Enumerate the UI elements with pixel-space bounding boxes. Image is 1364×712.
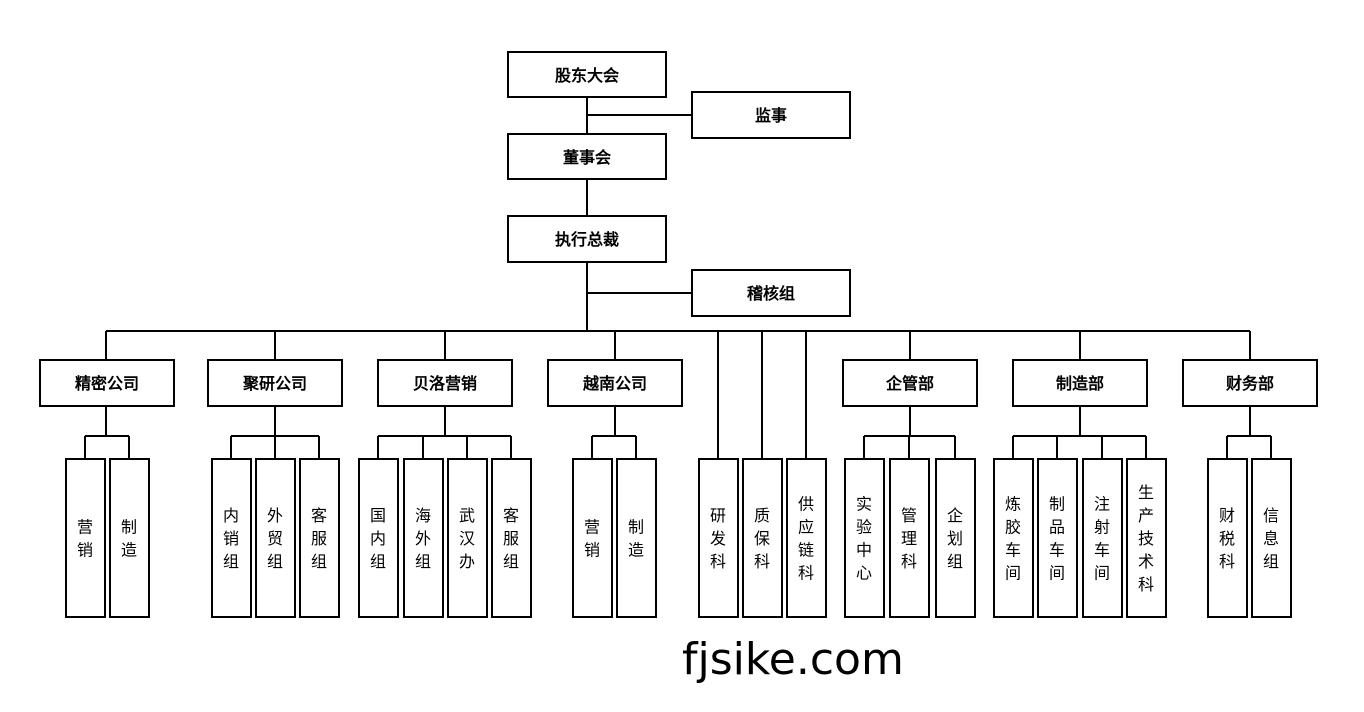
unit-info-label: 信息组 bbox=[1263, 506, 1279, 571]
unit-tax-label: 财税科 bbox=[1219, 506, 1235, 571]
unit-precision-sales-label: 营销 bbox=[77, 518, 93, 560]
unit-products: 制品车间 bbox=[1037, 458, 1078, 618]
unit-beiluo-overseas: 海外组 bbox=[403, 458, 444, 618]
watermark: fjsike.com bbox=[682, 634, 904, 685]
unit-beiluo-overseas-label: 海外组 bbox=[415, 506, 431, 571]
node-supervisor: 监事 bbox=[691, 91, 851, 139]
unit-vietnam-sales-label: 营销 bbox=[584, 518, 600, 560]
unit-juyan-service-label: 客服组 bbox=[311, 506, 327, 571]
unit-prodtech: 生产技术科 bbox=[1126, 458, 1167, 618]
unit-precision-sales: 营销 bbox=[65, 458, 106, 618]
node-finance: 财务部 bbox=[1182, 359, 1318, 407]
unit-tax: 财税科 bbox=[1207, 458, 1248, 618]
unit-beiluo-domestic: 国内组 bbox=[358, 458, 399, 618]
unit-rnd-label: 研发科 bbox=[710, 506, 726, 571]
unit-planning: 企划组 bbox=[935, 458, 976, 618]
node-precision: 精密公司 bbox=[39, 359, 175, 407]
unit-lab: 实验中心 bbox=[844, 458, 885, 618]
unit-boxes: 营销 制造 内销组 外贸组 客服组 国内组 海外组 武汉办 客服组 营销 制造 … bbox=[65, 458, 1292, 618]
unit-supply: 供应链科 bbox=[786, 458, 827, 618]
unit-precision-make: 制造 bbox=[109, 458, 150, 618]
node-beiluo-label: 贝洛营销 bbox=[413, 374, 477, 393]
unit-qa-label: 质保科 bbox=[754, 506, 770, 571]
unit-lab-label: 实验中心 bbox=[856, 495, 872, 583]
unit-qa: 质保科 bbox=[742, 458, 783, 618]
unit-juyan-domestic: 内销组 bbox=[211, 458, 252, 618]
unit-juyan-service: 客服组 bbox=[299, 458, 340, 618]
node-finance-label: 财务部 bbox=[1225, 374, 1274, 393]
unit-vietnam-make: 制造 bbox=[616, 458, 657, 618]
node-board: 董事会 bbox=[507, 133, 667, 180]
node-audit: 稽核组 bbox=[691, 269, 851, 317]
node-juyan: 聚研公司 bbox=[207, 359, 343, 407]
unit-mixing-label: 炼胶车间 bbox=[1005, 495, 1021, 583]
unit-injection-label: 注射车间 bbox=[1094, 495, 1110, 583]
node-admin-label: 企管部 bbox=[885, 374, 934, 393]
unit-injection: 注射车间 bbox=[1082, 458, 1123, 618]
unit-supply-label: 供应链科 bbox=[798, 495, 814, 583]
unit-prodtech-label: 生产技术科 bbox=[1138, 483, 1154, 594]
unit-rnd: 研发科 bbox=[698, 458, 739, 618]
node-ceo: 执行总裁 bbox=[507, 215, 667, 263]
unit-beiluo-service-label: 客服组 bbox=[503, 506, 519, 571]
unit-beiluo-wuhan: 武汉办 bbox=[447, 458, 488, 618]
node-beiluo: 贝洛营销 bbox=[377, 359, 513, 407]
unit-info: 信息组 bbox=[1251, 458, 1292, 618]
unit-juyan-foreign: 外贸组 bbox=[255, 458, 296, 618]
node-shareholders: 股东大会 bbox=[507, 51, 667, 98]
node-board-label: 董事会 bbox=[563, 148, 611, 167]
node-precision-label: 精密公司 bbox=[75, 374, 139, 393]
node-ceo-label: 执行总裁 bbox=[555, 230, 619, 249]
unit-juyan-domestic-label: 内销组 bbox=[223, 506, 239, 571]
connector-lines bbox=[84, 97, 1272, 459]
node-audit-label: 稽核组 bbox=[747, 284, 795, 303]
node-vietnam-label: 越南公司 bbox=[582, 374, 647, 393]
node-juyan-label: 聚研公司 bbox=[242, 374, 307, 393]
node-vietnam: 越南公司 bbox=[547, 359, 683, 407]
node-admin: 企管部 bbox=[842, 359, 978, 407]
unit-products-label: 制品车间 bbox=[1049, 495, 1065, 583]
node-manufacturing-label: 制造部 bbox=[1056, 374, 1104, 393]
node-supervisor-label: 监事 bbox=[755, 106, 787, 125]
unit-planning-label: 企划组 bbox=[947, 506, 963, 571]
unit-beiluo-wuhan-label: 武汉办 bbox=[459, 506, 475, 571]
unit-juyan-foreign-label: 外贸组 bbox=[267, 506, 283, 571]
node-manufacturing: 制造部 bbox=[1012, 359, 1148, 407]
unit-beiluo-domestic-label: 国内组 bbox=[370, 506, 386, 571]
unit-precision-make-label: 制造 bbox=[121, 518, 137, 560]
unit-beiluo-service: 客服组 bbox=[491, 458, 532, 618]
unit-vietnam-sales: 营销 bbox=[572, 458, 613, 618]
unit-management-label: 管理科 bbox=[901, 506, 917, 571]
unit-mixing: 炼胶车间 bbox=[993, 458, 1034, 618]
unit-vietnam-make-label: 制造 bbox=[628, 518, 644, 560]
node-shareholders-label: 股东大会 bbox=[555, 66, 619, 85]
unit-management: 管理科 bbox=[889, 458, 930, 618]
